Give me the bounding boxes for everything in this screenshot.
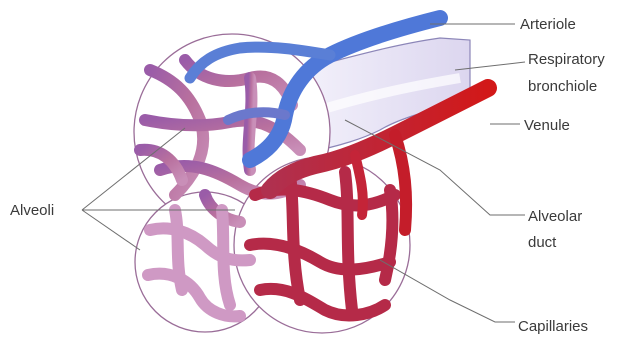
label-arteriole: Arteriole	[520, 16, 576, 33]
label-venule: Venule	[524, 117, 570, 134]
leader-alveoli-3	[82, 210, 140, 250]
label-respiratory-line1: Respiratory	[528, 51, 605, 68]
label-alveolar-duct-line1: Alveolar	[528, 208, 582, 225]
label-alveoli: Alveoli	[10, 202, 54, 219]
label-respiratory-line2: bronchiole	[528, 78, 597, 95]
label-capillaries: Capillaries	[518, 318, 588, 335]
label-alveolar-duct-line2: duct	[528, 234, 557, 251]
